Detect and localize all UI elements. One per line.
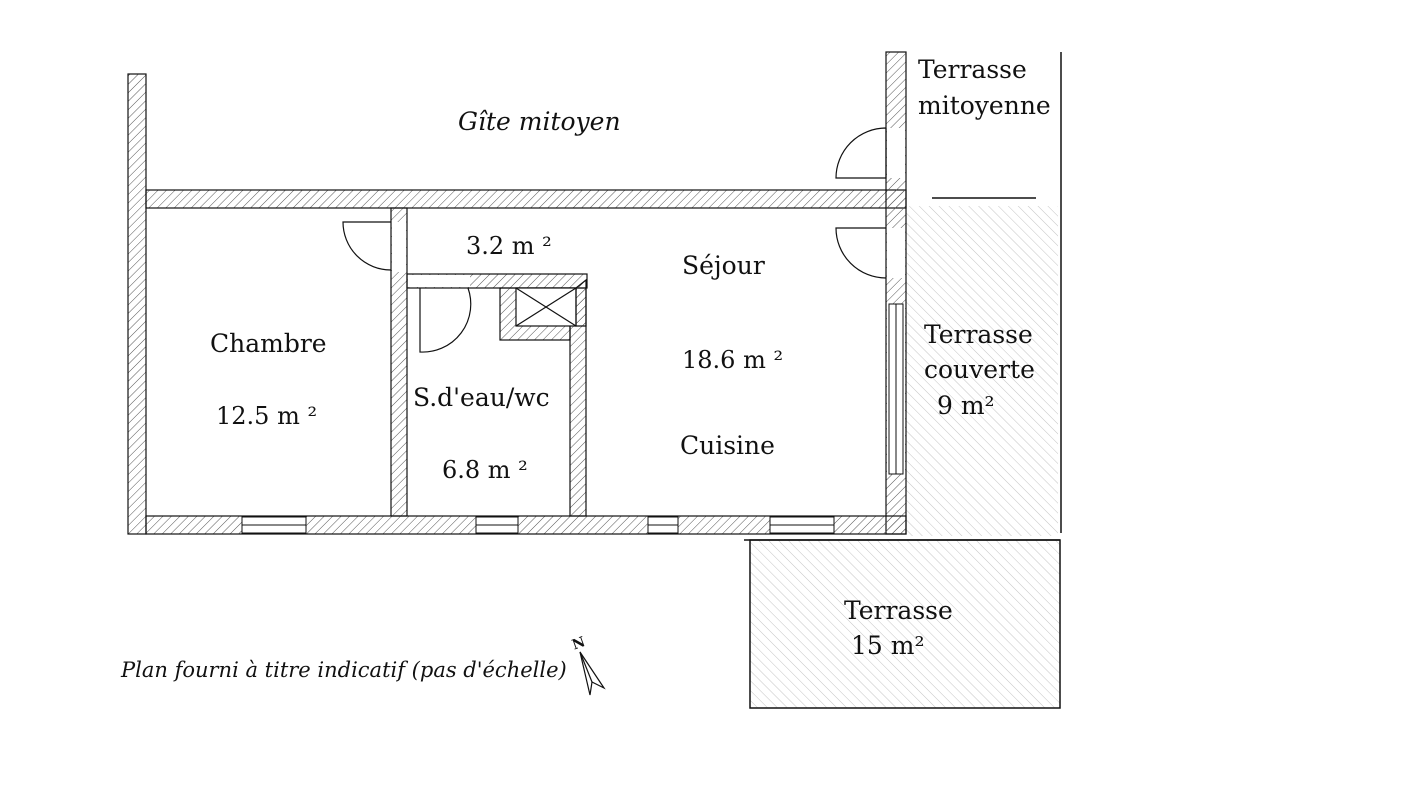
bedroom-label: Chambre: [210, 329, 327, 358]
kitchen-label: Cuisine: [680, 431, 775, 460]
covered-terrace-label: Terrasse: [924, 320, 1033, 349]
terrace-label: Terrasse: [844, 596, 953, 625]
windows: [241, 303, 904, 534]
covered-terrace-label-2: couverte: [924, 355, 1035, 384]
bathroom-area-label: 6.8 m ²: [442, 456, 528, 484]
covered-terrace-area: [906, 206, 1058, 536]
covered-terrace-area-label: 9 m²: [937, 391, 995, 420]
terrace-area-label: 15 m²: [851, 631, 925, 660]
bedroom-area-label: 12.5 m ²: [216, 402, 317, 430]
living-room-label: Séjour: [682, 251, 765, 280]
doors: [342, 127, 887, 353]
north-arrow-icon: [579, 651, 606, 696]
ventilation-shaft-icon: [515, 278, 587, 327]
living-room-area-label: 18.6 m ²: [682, 346, 783, 374]
disclaimer-note: Plan fourni à titre indicatif (pas d'éch…: [120, 658, 567, 682]
shared-terrace-label: Terrasse: [918, 55, 1027, 84]
shared-terrace-label-2: mitoyenne: [918, 91, 1051, 120]
bathroom-label: S.d'eau/wc: [413, 383, 550, 412]
north-label: N: [570, 634, 588, 653]
terrace-area: [749, 539, 1061, 709]
neighbor-label: Gîte mitoyen: [458, 107, 621, 136]
hall-area-label: 3.2 m ²: [466, 232, 552, 260]
